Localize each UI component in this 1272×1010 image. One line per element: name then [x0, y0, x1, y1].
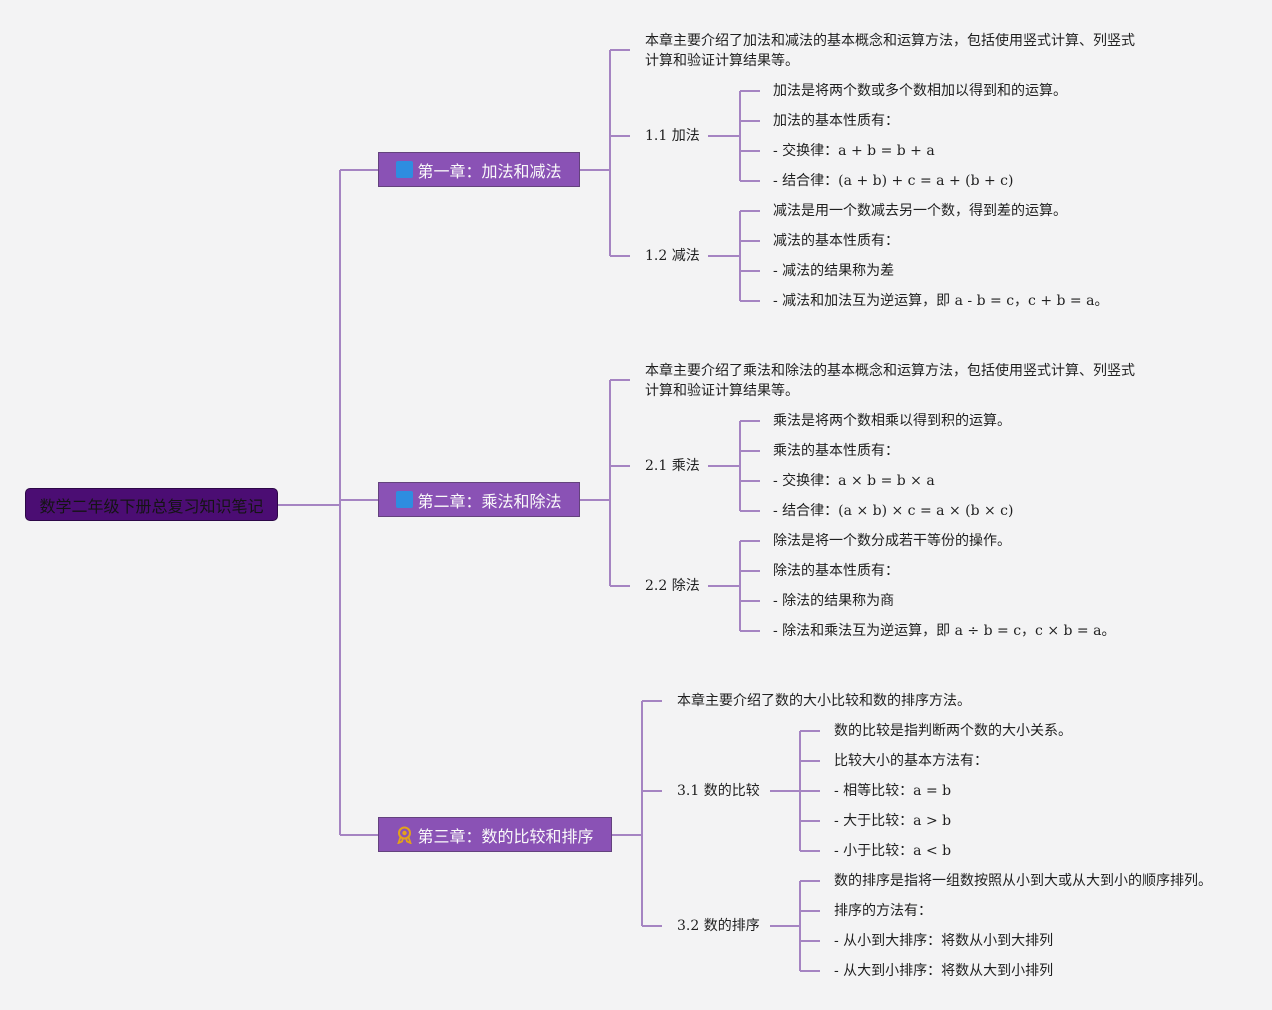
leaf-item: - 结合律：(a + b) + c = a + (b + c) [773, 173, 1014, 189]
leaf-item: - 交换律：a + b = b + a [773, 143, 935, 159]
leaf-item: 比较大小的基本方法有： [834, 753, 988, 769]
section-2-2-connector [708, 540, 760, 632]
leaf-item: - 除法的结果称为商 [773, 593, 895, 609]
chapter-node-1[interactable]: 第一章：加法和减法 [378, 152, 580, 187]
leaf-item: 除法是将一个数分成若干等份的操作。 [773, 533, 1011, 549]
root-node[interactable]: 数学二年级下册总复习知识笔记 [25, 488, 278, 521]
section-title[interactable]: 1.2 减法 [645, 248, 700, 264]
leaf-item: - 小于比较：a < b [834, 843, 952, 859]
leaf-item: - 结合律：(a × b) × c = a × (b × c) [773, 503, 1014, 519]
chapter-3-connector [612, 700, 662, 927]
chapter-title: 第三章：数的比较和排序 [417, 826, 594, 846]
leaf-item: - 交换律：a × b = b × a [773, 473, 935, 489]
leaf-item: 数的排序是指将一组数按照从小到大或从大到小的顺序排列。 [834, 873, 1212, 889]
leaf-item: - 减法和加法互为逆运算，即 a - b = c，c + b = a。 [773, 293, 1109, 309]
section-3-1-connector [770, 730, 820, 852]
leaf-item: 加法是将两个数或多个数相加以得到和的运算。 [773, 83, 1067, 99]
section-2-1-connector [708, 420, 760, 512]
leaf-item: - 相等比较：a = b [834, 783, 952, 799]
leaf-item: 加法的基本性质有： [773, 113, 899, 129]
leaf-item: 乘法是将两个数相乘以得到积的运算。 [773, 413, 1011, 429]
chapter-node-3[interactable]: 第三章：数的比较和排序 [378, 817, 612, 852]
section-title[interactable]: 3.2 数的排序 [677, 918, 760, 934]
section-title[interactable]: 2.1 乘法 [645, 458, 700, 474]
section-title[interactable]: 2.2 除法 [645, 578, 700, 594]
chapter-title: 第一章：加法和减法 [417, 161, 562, 181]
blue-square-icon [396, 491, 414, 508]
chapter-summary: 本章主要介绍了乘法和除法的基本概念和运算方法，包括使用竖式计算、列竖式计算和验证… [645, 363, 1135, 399]
leaf-item: - 减法的结果称为差 [773, 263, 895, 279]
section-title[interactable]: 3.1 数的比较 [677, 783, 760, 799]
leaf-item: - 从大到小排序：将数从大到小排列 [834, 963, 1054, 979]
chapter-summary: 本章主要介绍了加法和减法的基本概念和运算方法，包括使用竖式计算、列竖式计算和验证… [645, 33, 1135, 69]
leaf-item: 减法的基本性质有： [773, 233, 899, 249]
chapter-1-connector [580, 49, 630, 257]
leaf-item: - 除法和乘法互为逆运算，即 a ÷ b = c，c × b = a。 [773, 623, 1116, 639]
chapter-node-2[interactable]: 第二章：乘法和除法 [378, 482, 580, 517]
blue-square-icon [396, 161, 414, 178]
leaf-item: - 大于比较：a > b [834, 813, 952, 829]
leaf-item: 减法是用一个数减去另一个数，得到差的运算。 [773, 203, 1067, 219]
root-connector [278, 169, 378, 836]
chapter-2-connector [580, 379, 630, 587]
section-title[interactable]: 1.1 加法 [645, 128, 700, 144]
leaf-item: 排序的方法有： [834, 903, 932, 919]
section-3-2-connector [770, 880, 820, 972]
leaf-item: 数的比较是指判断两个数的大小关系。 [834, 723, 1072, 739]
root-title: 数学二年级下册总复习知识笔记 [39, 496, 264, 516]
section-1-2-connector [708, 210, 760, 302]
section-1-1-connector [708, 90, 760, 182]
award-medal-icon [396, 826, 413, 845]
chapter-title: 第二章：乘法和除法 [417, 491, 562, 511]
chapter-summary: 本章主要介绍了数的大小比较和数的排序方法。 [677, 693, 971, 709]
leaf-item: - 从小到大排序：将数从小到大排列 [834, 933, 1054, 949]
leaf-item: 乘法的基本性质有： [773, 443, 899, 459]
leaf-item: 除法的基本性质有： [773, 563, 899, 579]
